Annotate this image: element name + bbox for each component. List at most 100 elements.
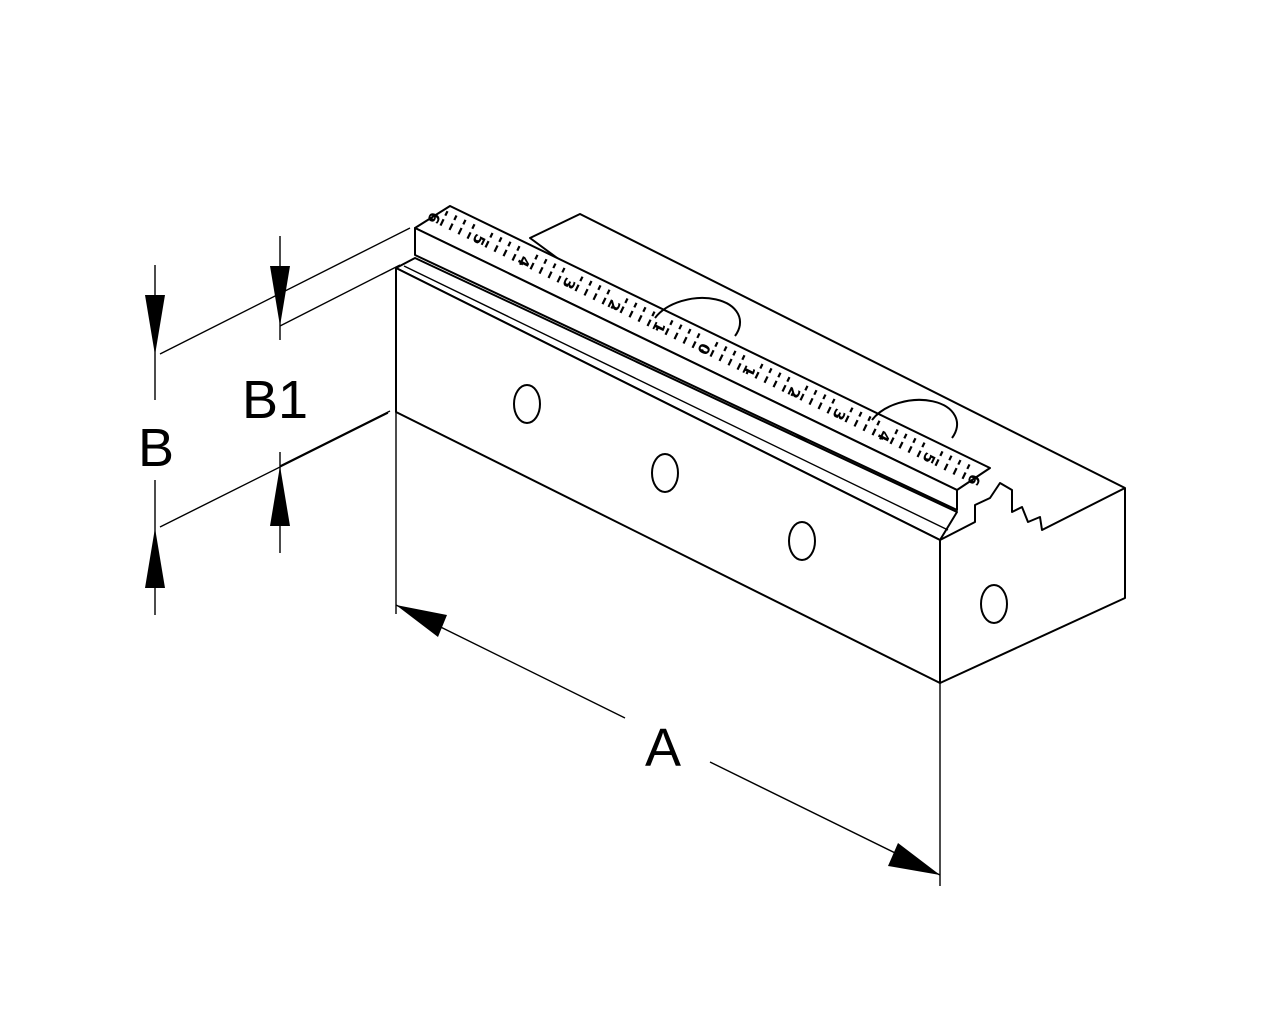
dimension-b1-label: B1 bbox=[242, 370, 308, 430]
ruler-tick bbox=[754, 371, 760, 379]
ruler-tick bbox=[574, 284, 580, 292]
ruler-tick bbox=[457, 227, 463, 235]
ruler-tick bbox=[430, 218, 434, 222]
ruler-tick bbox=[516, 245, 521, 252]
front-hole bbox=[651, 453, 679, 493]
dimension-a: A bbox=[395, 412, 941, 886]
ruler-tick bbox=[862, 424, 868, 432]
dimension-b1: B1 bbox=[242, 236, 401, 553]
ruler-tick bbox=[912, 437, 917, 444]
ruler-tick bbox=[462, 219, 467, 225]
ruler-tick bbox=[439, 218, 445, 227]
ruler-tick bbox=[637, 314, 643, 323]
ruler-tick bbox=[804, 385, 809, 391]
ruler-tick bbox=[696, 332, 701, 339]
ruler-tick bbox=[646, 319, 652, 327]
ruler-tick bbox=[687, 328, 692, 335]
ruler-tick bbox=[898, 441, 904, 449]
ruler-tick bbox=[907, 445, 913, 454]
ruler-tick bbox=[651, 311, 656, 317]
ruler-tick bbox=[552, 263, 557, 269]
ruler-tick bbox=[588, 280, 593, 287]
ruler-tick bbox=[529, 262, 535, 270]
ruler-tick bbox=[655, 327, 659, 331]
ruler-tick bbox=[826, 406, 832, 414]
ruler-tick bbox=[444, 210, 449, 217]
ruler-tick bbox=[489, 232, 494, 238]
ruler-tick bbox=[610, 305, 614, 310]
ruler-tick bbox=[961, 472, 967, 480]
ruler-tick bbox=[511, 253, 517, 261]
ruler-tick bbox=[732, 350, 737, 356]
ruler-tick bbox=[718, 354, 724, 362]
ruler-tick bbox=[790, 392, 794, 397]
ruler-tick bbox=[871, 428, 877, 436]
ruler-tick bbox=[624, 298, 629, 304]
ruler-tick bbox=[664, 327, 670, 336]
ruler-tick bbox=[534, 254, 539, 260]
ruler-tick bbox=[736, 362, 742, 371]
dimension-a-label: A bbox=[645, 718, 681, 778]
ruler-tick bbox=[768, 367, 773, 374]
ruler-tick bbox=[565, 283, 569, 288]
jaw-front bbox=[395, 257, 958, 684]
ruler-tick bbox=[844, 415, 850, 423]
ruler-tick bbox=[597, 284, 602, 291]
ruler-tick bbox=[543, 258, 548, 265]
ruler-tick bbox=[633, 302, 638, 308]
ruler-tick bbox=[799, 393, 805, 401]
ruler-tick bbox=[498, 236, 503, 243]
ruler-tick bbox=[835, 414, 839, 419]
ruler-tick bbox=[709, 349, 715, 358]
ruler-tick bbox=[903, 433, 908, 439]
ruler-tick bbox=[453, 215, 458, 221]
ruler-tick bbox=[813, 389, 818, 396]
front-hole bbox=[513, 384, 541, 424]
ruler-tick bbox=[952, 467, 958, 475]
ruler-tick bbox=[759, 363, 764, 369]
ruler-tick bbox=[781, 384, 787, 392]
ruler-tick bbox=[957, 459, 962, 466]
ruler-tick bbox=[894, 429, 899, 435]
ruler-tick bbox=[561, 267, 566, 273]
ruler-tick bbox=[745, 370, 749, 375]
ruler-tick bbox=[934, 458, 940, 467]
ruler-tick bbox=[493, 244, 499, 253]
ruler-tick bbox=[448, 223, 454, 231]
ruler-tick bbox=[880, 436, 884, 441]
ruler-tick bbox=[786, 376, 791, 383]
ruler-tick bbox=[966, 463, 971, 470]
ruler-tick bbox=[943, 463, 949, 471]
ruler-tick bbox=[642, 306, 647, 313]
ruler-tick bbox=[772, 380, 778, 388]
ruler-tick bbox=[583, 288, 589, 296]
ruler-tick bbox=[858, 411, 863, 418]
ruler-tick bbox=[673, 332, 679, 340]
ruler-tick bbox=[817, 402, 823, 410]
ruler-tick bbox=[822, 394, 827, 400]
ruler-tick bbox=[808, 397, 814, 406]
ruler-tick bbox=[471, 223, 476, 230]
ruler-tick bbox=[538, 266, 544, 275]
ruler-tick bbox=[853, 419, 859, 427]
ruler-tick bbox=[669, 319, 674, 326]
ruler-tick bbox=[628, 310, 634, 318]
ruler-tick bbox=[948, 455, 953, 461]
ruler-tick bbox=[849, 407, 854, 413]
ruler-tick bbox=[921, 442, 926, 448]
end-hole bbox=[980, 584, 1008, 624]
ruler-tick bbox=[876, 420, 881, 426]
ruler-tick bbox=[777, 372, 782, 378]
ruler-tick bbox=[682, 336, 688, 344]
ruler-tick bbox=[970, 480, 974, 484]
ruler-tick bbox=[763, 375, 769, 384]
ruler-tick bbox=[484, 240, 490, 248]
ruler-tick bbox=[714, 341, 719, 348]
ruler-tick bbox=[592, 293, 598, 301]
ruler-tick bbox=[691, 341, 697, 349]
ruler-tick bbox=[867, 415, 872, 422]
ruler-tick bbox=[619, 306, 625, 314]
front-hole bbox=[788, 521, 816, 561]
